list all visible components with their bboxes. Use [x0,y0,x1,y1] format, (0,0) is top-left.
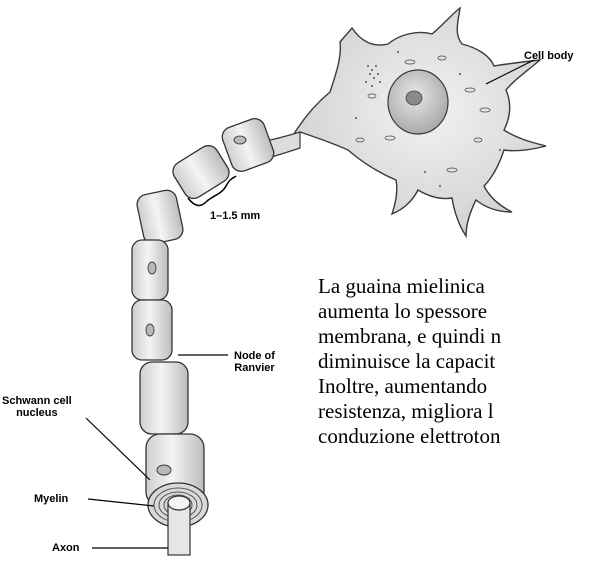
node-label-line1: Node of [234,350,275,362]
internode-length-label: 1–1.5 mm [210,210,260,222]
axon-label: Axon [52,542,80,554]
schwann-label-line1: Schwann cell [2,395,72,407]
caption-line: La guaina mielinica [318,274,593,299]
node-of-ranvier-label: Node of Ranvier [234,350,275,374]
caption-line: resistenza, migliora l [318,399,593,424]
caption-line: Inoltre, aumentando [318,374,593,399]
caption-line: membrana, e quindi n [318,324,593,349]
schwann-cell-nucleus-label: Schwann cell nucleus [2,395,72,419]
node-label-line2: Ranvier [234,362,275,374]
cut-end [148,483,208,555]
cell-body [285,8,546,236]
myelin-label: Myelin [34,493,68,505]
cell-body-label: Cell body [524,50,574,62]
caption-line: diminuisce la capacit [318,349,593,374]
myelin-segments [132,116,277,506]
caption-line: aumenta lo spessore [318,299,593,324]
caption-line: conduzione elettroton [318,424,593,449]
caption-text: La guaina mielinica aumenta lo spessore … [318,274,593,449]
schwann-label-line2: nucleus [2,407,72,419]
